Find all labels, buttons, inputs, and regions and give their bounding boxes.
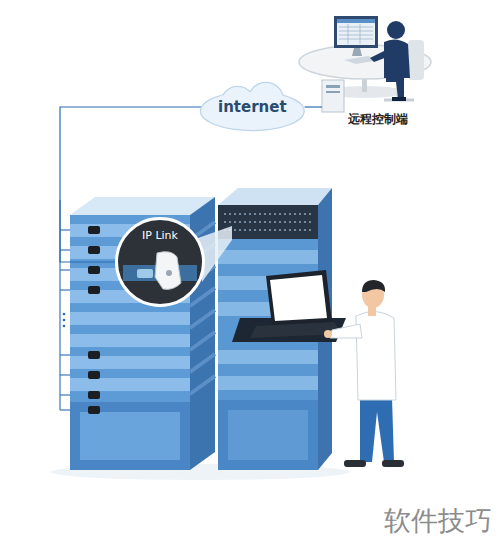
rack-band	[218, 376, 318, 390]
rack-band	[70, 378, 190, 391]
dot	[63, 325, 66, 328]
unit-lights	[224, 214, 312, 230]
cloud-label: internet	[218, 98, 287, 116]
person-arm	[370, 50, 390, 62]
remote-workstation	[299, 16, 431, 112]
callout-ring	[117, 219, 204, 306]
rack-base-panel	[80, 412, 180, 460]
person-hair	[362, 280, 385, 292]
cloud-node: internet	[200, 82, 305, 132]
rack-unit	[218, 205, 318, 239]
ip-link-dongles	[88, 226, 100, 414]
rack-top	[218, 188, 332, 205]
watermark: 软件技巧	[384, 503, 492, 539]
screen-grid	[339, 24, 373, 44]
remote-console: 远程控制端	[322, 8, 434, 130]
dongle	[88, 266, 100, 274]
dot	[63, 313, 66, 316]
ellipsis-dots	[63, 313, 66, 328]
dongle	[88, 351, 100, 359]
person-legs	[386, 76, 404, 98]
rack-base	[70, 402, 190, 470]
rack-band	[70, 312, 190, 325]
dongle	[88, 371, 100, 379]
port-connector	[137, 269, 153, 278]
dongle	[88, 226, 100, 234]
technician	[324, 280, 404, 467]
person-legs	[360, 398, 394, 462]
rack-band	[218, 250, 318, 264]
ip-link-device	[155, 252, 181, 290]
monitor-frame	[334, 16, 378, 48]
dongle	[88, 246, 100, 254]
console-label: 远程控制端	[348, 111, 408, 130]
dot	[63, 319, 66, 322]
wire	[59, 200, 60, 410]
screen-bar	[337, 19, 375, 23]
dongle	[88, 406, 100, 414]
person-shoe	[344, 460, 366, 467]
monitor-screen	[337, 19, 375, 45]
person-shoe	[392, 97, 406, 101]
laptop-base	[250, 322, 342, 338]
callout-circle: IP Link	[115, 217, 205, 307]
person-shoe	[382, 460, 404, 467]
rack-top	[70, 197, 215, 215]
rack-band	[218, 350, 318, 364]
rack-band	[70, 334, 190, 347]
rack-band	[70, 356, 190, 369]
person-head	[387, 21, 405, 39]
server-rack-front	[70, 197, 215, 470]
rack-base-panel	[228, 410, 308, 460]
chair-back	[408, 40, 424, 80]
laptop	[250, 270, 342, 338]
pc-slot	[326, 85, 340, 88]
dongle	[88, 391, 100, 399]
dongle	[88, 286, 100, 294]
laptop-lid	[266, 270, 332, 326]
person-hand	[324, 330, 332, 338]
device-led	[166, 270, 172, 276]
pc-slot	[326, 91, 340, 93]
callout-label: IP Link	[142, 229, 178, 242]
person-arm	[330, 324, 362, 338]
server-rack-back	[218, 188, 346, 470]
connector-line	[305, 106, 322, 107]
laptop-screen	[270, 275, 327, 321]
person-body	[384, 39, 410, 78]
monitor-stand	[352, 48, 362, 56]
person-shirt	[356, 311, 396, 400]
pc-tower	[322, 80, 344, 112]
rack-base	[218, 400, 318, 470]
